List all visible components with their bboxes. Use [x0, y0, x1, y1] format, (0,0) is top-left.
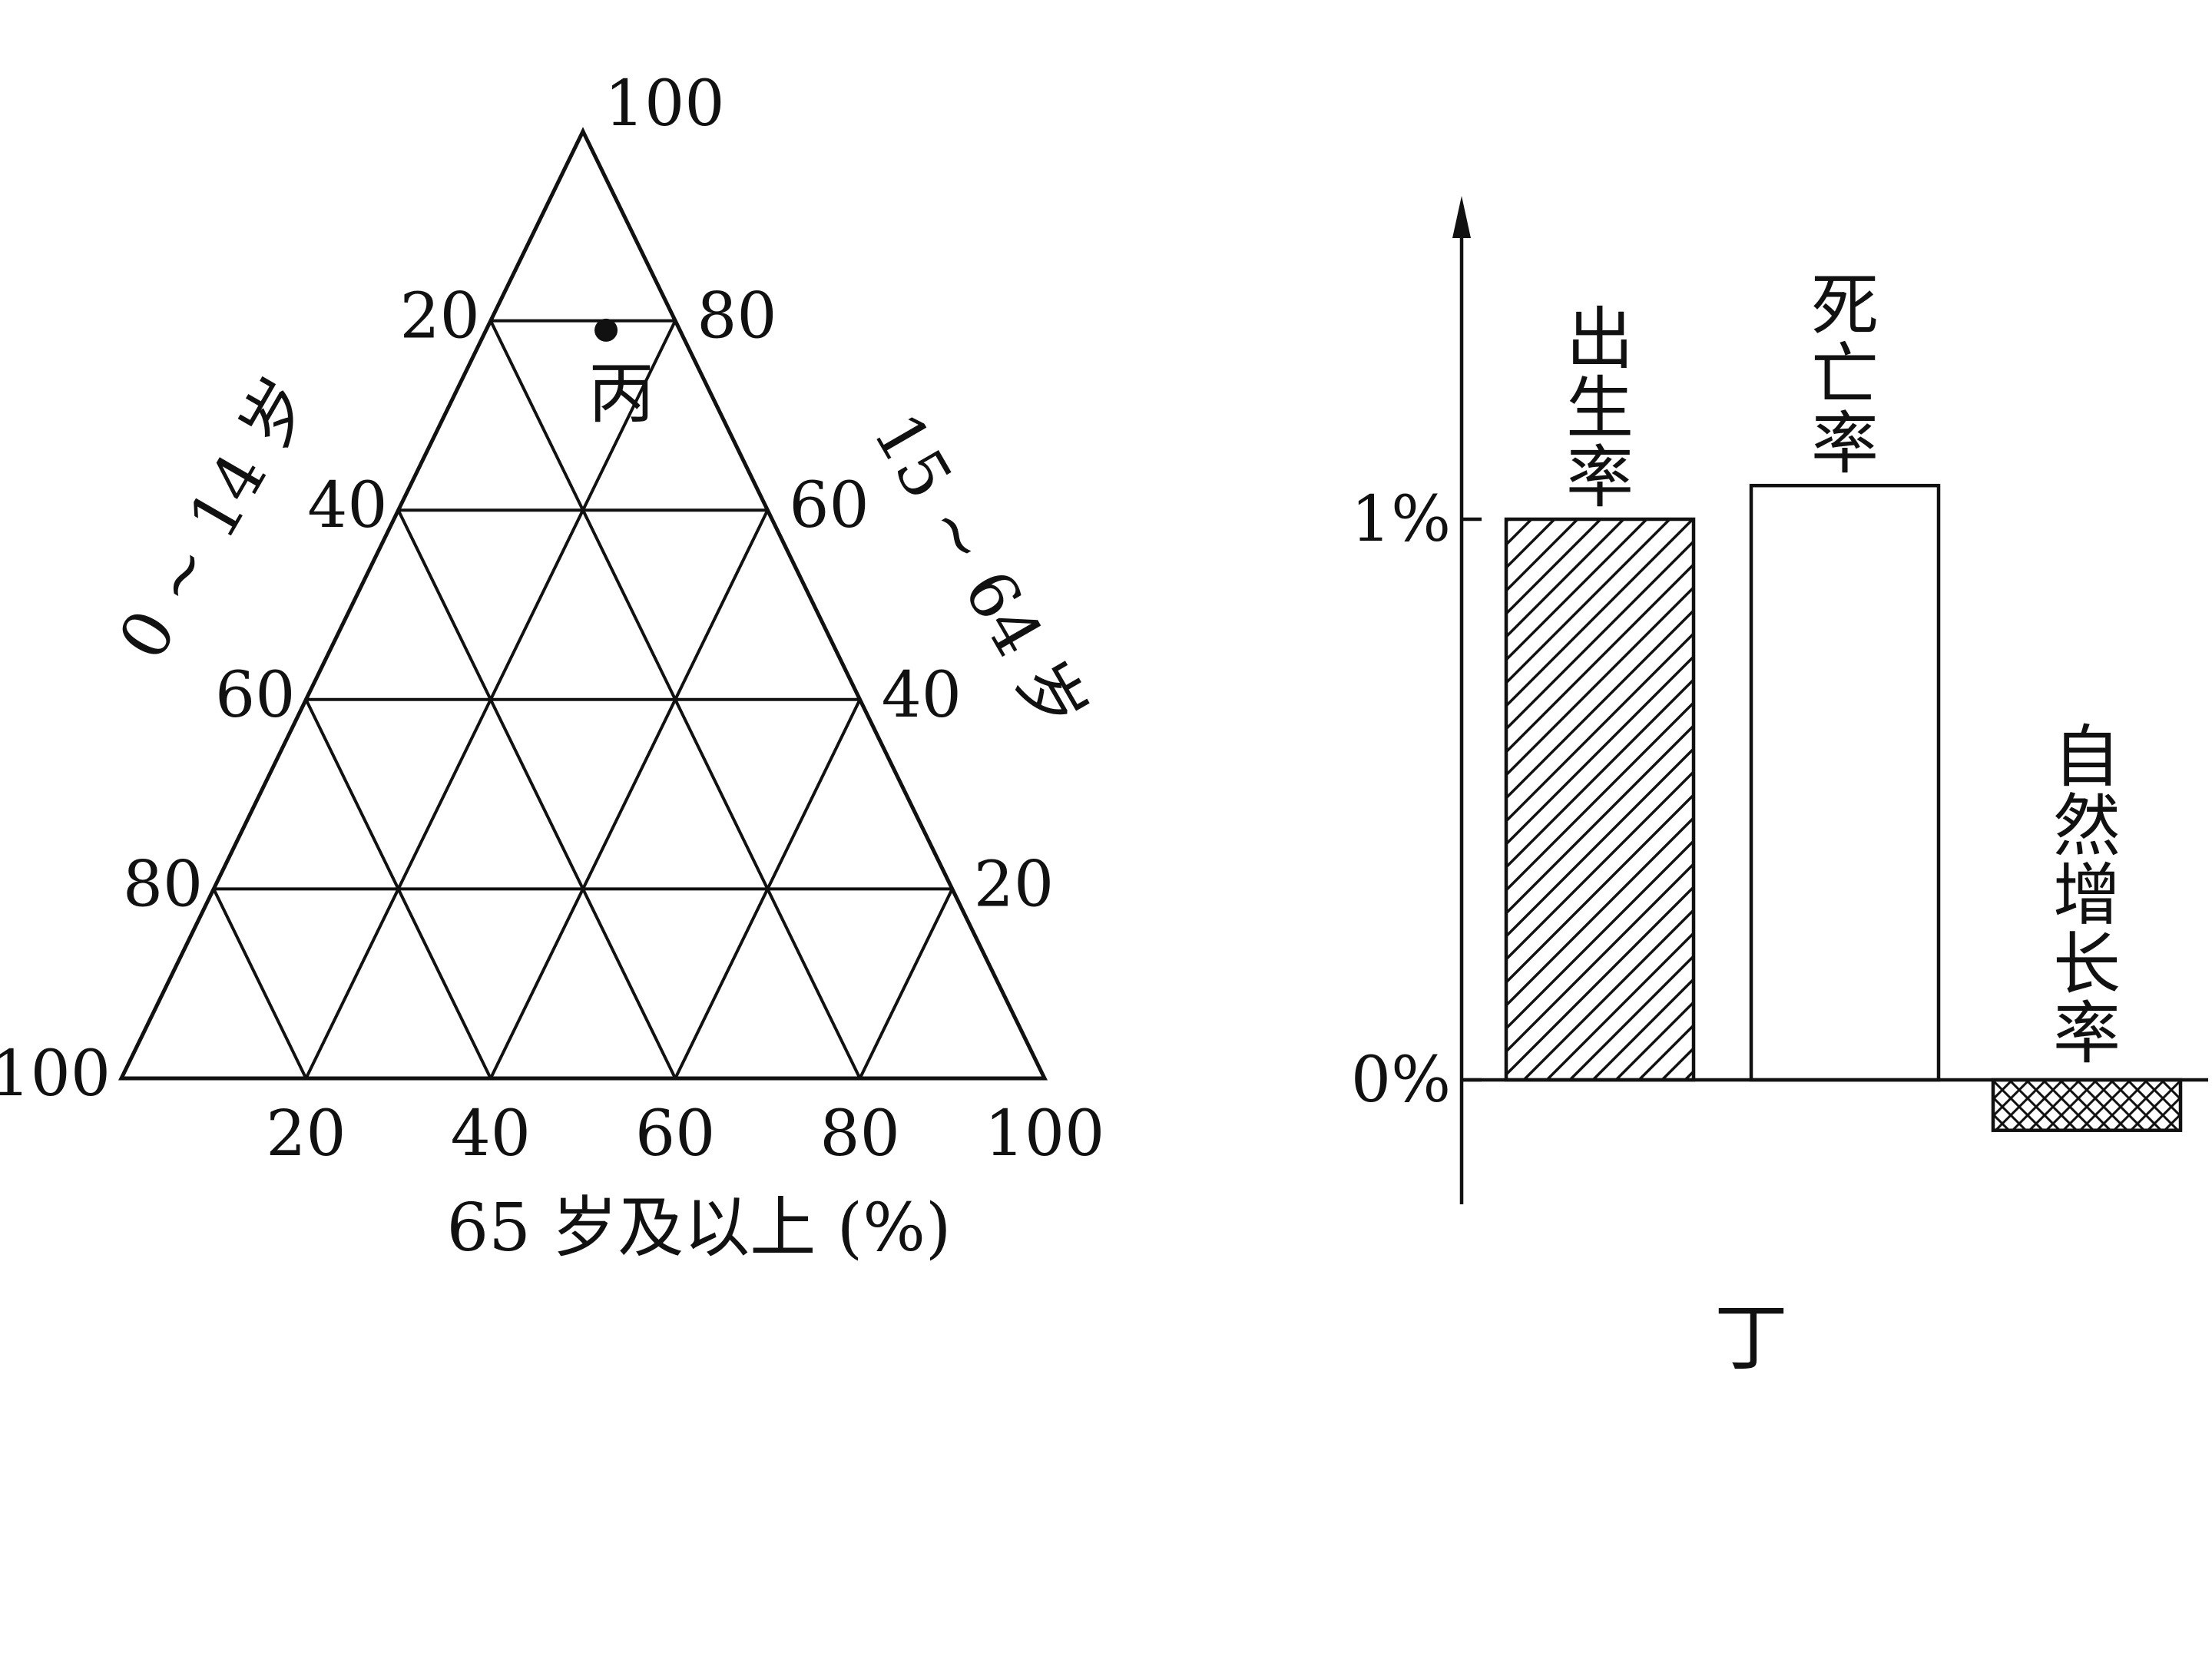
right-tick-label: 40 [882, 659, 962, 732]
y-tick-label: 0% [1351, 1044, 1451, 1117]
ternary-diagram: 20 40 60 80 100 20 40 60 80 100 100 80 60 40 20 丙 65 岁… [0, 68, 1104, 1267]
category-label: 出生率 [1566, 300, 1634, 517]
ternary-grid [212, 319, 954, 1079]
data-point-marker [594, 318, 618, 342]
left-tick-label: 80 [123, 848, 203, 921]
grid-line-0-14-80 [212, 888, 308, 1079]
grid-line-0-14-40 [396, 509, 677, 1079]
bottom-axis-label: 65 岁及以上 (%) [447, 1190, 952, 1267]
left-tick-label: 60 [215, 659, 295, 732]
data-point-label: 丙 [588, 356, 654, 432]
ternary-tick-labels: 20 40 60 80 100 20 40 60 80 100 100 80 60 40 20 [0, 68, 1104, 1171]
bottom-tick-label: 60 [635, 1098, 715, 1171]
left-tick-label: 40 [307, 469, 387, 542]
category-label: 死亡率 [1811, 266, 1879, 483]
grid-line-65plus-80 [858, 888, 954, 1079]
y-axis-arrow-icon [1452, 196, 1471, 238]
bar-axes [1452, 196, 2208, 1204]
ternary-frame [118, 127, 1048, 1081]
left-tick-label: 100 [0, 1038, 111, 1111]
bottom-tick-label: 100 [985, 1098, 1105, 1171]
bar-2 [1749, 483, 1941, 1082]
right-tick-label: 60 [789, 469, 869, 542]
bar-1 [1504, 517, 1696, 1082]
grid-line-65plus-40 [489, 509, 770, 1079]
bar-3 [1991, 1078, 2183, 1132]
grid-line-0-14-20 [489, 320, 862, 1079]
right-tick-label: 80 [697, 280, 777, 353]
y-tick-label: 1% [1351, 483, 1451, 556]
ternary-points: 丙 [588, 318, 654, 432]
bar-y-tick-labels: 0% 1% [1351, 483, 1482, 1117]
right-tick-label: 20 [974, 848, 1054, 921]
left-axis-label: 0 ~ 14 岁 [104, 365, 326, 672]
chart-title: 丁 [1714, 1295, 1788, 1381]
bottom-tick-label: 80 [820, 1098, 899, 1171]
right-tick-label: 100 [604, 68, 725, 141]
category-label: 自然增长率 [2053, 717, 2121, 1073]
bottom-tick-label: 40 [451, 1098, 531, 1171]
grid-line-0-14-60 [304, 698, 492, 1079]
left-tick-label: 20 [399, 280, 479, 353]
bottom-tick-label: 20 [266, 1098, 346, 1171]
